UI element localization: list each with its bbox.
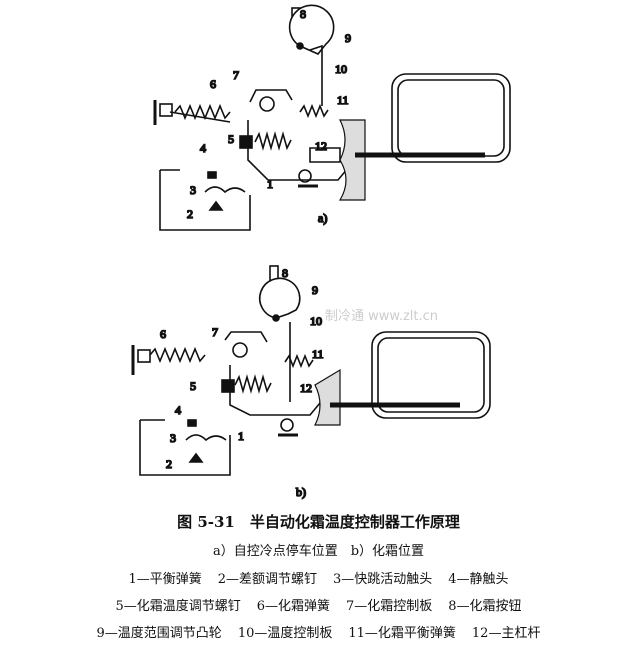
lever-pivot [298, 169, 312, 183]
legend-item: 8—化霜按钮 [448, 599, 522, 614]
legend-item: 3—快跳活动触头 [333, 572, 433, 587]
adjust-screw-5 [239, 135, 253, 149]
label-2: 2 [166, 457, 172, 471]
label-11: 11 [312, 347, 324, 361]
defrost-balance-spring [284, 353, 314, 369]
figure-title: 图 5-31 半自动化霜温度控制器工作原理 [177, 513, 460, 531]
balance-spring [234, 374, 272, 394]
label-11: 11 [337, 93, 349, 107]
panel-label-b: b) [296, 485, 306, 499]
label-1: 1 [238, 429, 244, 443]
diagram-a: 8 9 10 11 7 6 5 4 3 2 1 12 a) [153, 4, 511, 231]
label-4: 4 [175, 403, 181, 417]
label-7: 7 [233, 68, 239, 82]
legend-row-3: 9—温度范围调节凸轮 10—温度控制板 11—化霜平衡弹簧 12—主杠杆 [0, 622, 637, 641]
label-9: 9 [345, 31, 351, 45]
adjust-screw-5 [221, 379, 235, 393]
figure-subtitle: a）自控冷点停车位置 b）化霜位置 [212, 544, 425, 559]
label-12: 12 [315, 139, 327, 153]
legend-item: 2—差额调节螺钉 [217, 572, 317, 587]
static-contact [187, 419, 197, 427]
circuit-b [139, 419, 231, 476]
defrost-spring [174, 103, 231, 121]
diff-screw [188, 452, 204, 463]
label-10: 10 [310, 314, 322, 328]
label-6: 6 [210, 77, 216, 91]
label-4: 4 [200, 141, 206, 155]
label-8: 8 [300, 7, 306, 21]
label-6: 6 [160, 327, 166, 341]
legend-item: 1—平衡弹簧 [128, 572, 202, 587]
watermark: 制冷通 www.zlt.cn [325, 309, 438, 324]
label-10: 10 [335, 62, 347, 76]
legend-item: 12—主杠杆 [471, 626, 541, 641]
legend-item: 11—化霜平衡弹簧 [348, 626, 456, 641]
label-3: 3 [170, 431, 176, 445]
pivot [232, 342, 248, 358]
legend-item: 7—化霜控制板 [346, 599, 433, 614]
legend-row-1: 1—平衡弹簧 2—差额调节螺钉 3—快跳活动触头 4—静触头 [0, 568, 637, 587]
defrost-control-plate [224, 331, 268, 343]
diagram: 8 9 10 11 7 6 5 4 3 2 1 12 a) [131, 4, 511, 500]
label-5: 5 [190, 379, 196, 393]
legend-item: 9—温度范围调节凸轮 [96, 626, 222, 641]
diff-screw [208, 200, 224, 211]
label-9: 9 [312, 283, 318, 297]
lever-pivot [280, 418, 294, 432]
defrost-control-plate [249, 89, 293, 103]
label-1: 1 [267, 177, 273, 191]
label-3: 3 [190, 183, 196, 197]
temperature-control-plate [309, 44, 323, 106]
legend-item: 6—化霜弹簧 [256, 599, 330, 614]
cam [259, 277, 301, 319]
panel-label-a: a) [318, 211, 327, 225]
balance-spring [254, 131, 292, 151]
circuit-a [159, 169, 251, 231]
legend-item: 4—静触头 [448, 572, 509, 587]
diagram-b: 8 9 10 11 7 6 5 4 3 2 1 12 b) 制冷通 www.zl… [131, 265, 491, 500]
snap-contact [185, 434, 227, 442]
label-8: 8 [282, 266, 288, 280]
evaporator-bulb [314, 368, 341, 426]
legend-item: 10—温度控制板 [237, 626, 333, 641]
cam [288, 4, 335, 55]
defrost-spring [149, 346, 206, 364]
label-2: 2 [187, 207, 193, 221]
label-12: 12 [300, 381, 312, 395]
snap-contact [204, 186, 246, 194]
label-7: 7 [212, 325, 218, 339]
main-lever [229, 365, 326, 416]
evaporator-bulb [338, 119, 366, 201]
pivot [259, 96, 275, 112]
defrost-balance-spring [299, 103, 329, 119]
main-lever [247, 120, 349, 181]
legend-row-2: 5—化霜温度调节螺钉 6—化霜弹簧 7—化霜控制板 8—化霜按钮 [0, 595, 637, 614]
label-5: 5 [228, 132, 234, 146]
legend-item: 5—化霜温度调节螺钉 [115, 599, 241, 614]
static-contact [207, 171, 217, 179]
